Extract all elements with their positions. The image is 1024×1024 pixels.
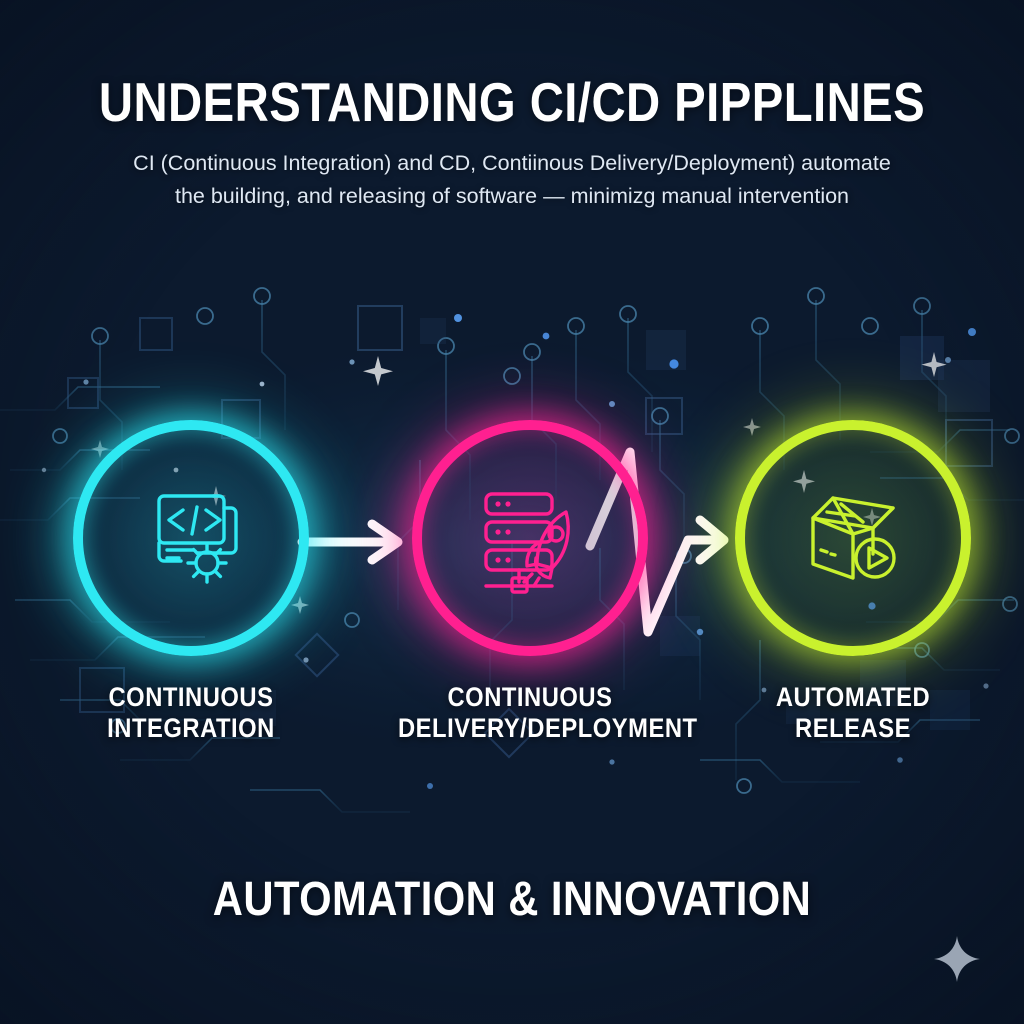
- page-title: UNDERSTANDING CI/CD PIPPLINES: [98, 71, 926, 133]
- page-subtitle: CI (Continuous Integration) and CD, Cont…: [47, 147, 977, 212]
- stage-2-label: CONTINUOUS DELIVERY/DEPLOYMENT: [398, 682, 698, 744]
- stage-1-label-line-1: CONTINUOUS: [108, 682, 274, 712]
- subtitle-line-2: the building, and releasing of software …: [174, 183, 850, 208]
- stage-1-label-line-2: INTEGRATION: [107, 712, 275, 743]
- subtitle-line-1: CI (Continuous Integration) and CD, Cont…: [133, 151, 891, 176]
- stage-1-ring-wrap: [73, 420, 309, 656]
- stage-1-label: CONTINUOUS INTEGRATION: [59, 682, 323, 744]
- stage-continuous-integration[interactable]: CONTINUOUS INTEGRATION: [41, 420, 341, 744]
- open-box-play-icon: [811, 496, 896, 580]
- four-point-star-icon: [934, 936, 980, 982]
- code-window-gear-icon: [157, 494, 238, 584]
- stage-3-ring-wrap: [735, 420, 971, 656]
- server-rocket-icon: [484, 492, 570, 594]
- pipeline-stages: CONTINUOUS INTEGRATION: [0, 420, 1024, 760]
- stage-2-ring-wrap: [412, 420, 648, 656]
- banner-title: AUTOMATION & INNOVATION: [212, 873, 812, 926]
- stage-2-label-line-1: CONTINUOUS: [447, 682, 613, 712]
- stage-3-label-line-1: AUTOMATED: [775, 682, 931, 712]
- stage-continuous-delivery-deployment[interactable]: CONTINUOUS DELIVERY/DEPLOYMENT: [380, 420, 698, 744]
- stage-3-label-line-2: RELEASE: [795, 712, 911, 743]
- stage-3-label: AUTOMATED RELEASE: [721, 682, 985, 744]
- stage-2-label-line-2: DELIVERY/DEPLOYMENT: [398, 712, 698, 743]
- footer-banner: AUTOMATION & INNOVATION: [0, 872, 1024, 927]
- header: UNDERSTANDING CI/CD PIPPLINES CI (Contin…: [0, 71, 1024, 213]
- stage-automated-release[interactable]: AUTOMATED RELEASE: [703, 420, 1003, 744]
